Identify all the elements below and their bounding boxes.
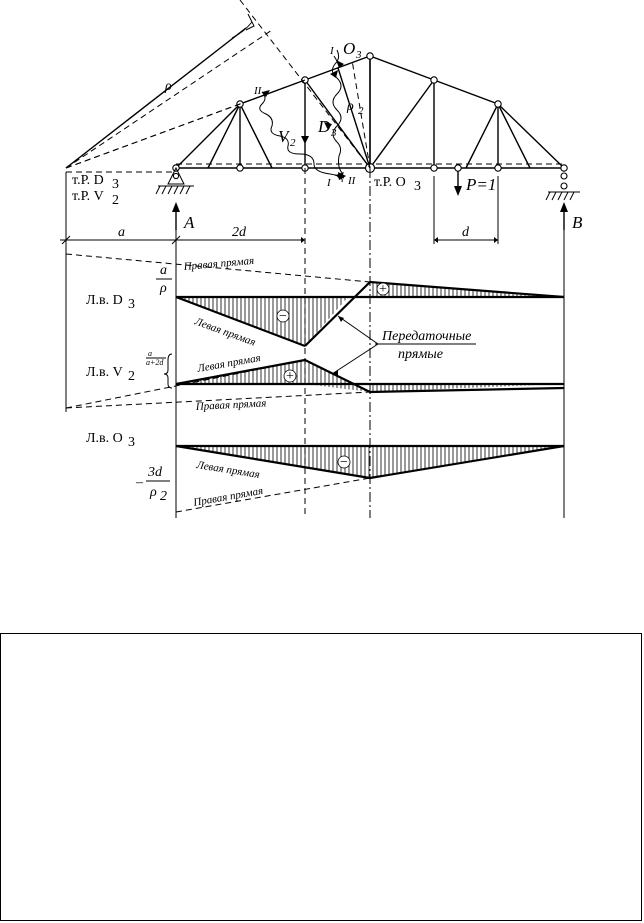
label-frac-num: a	[148, 349, 152, 358]
V2-arrow	[301, 136, 309, 144]
rho-arm	[65, 27, 247, 169]
label-D3-sub: 3	[330, 127, 337, 139]
label-V2: V	[278, 127, 291, 146]
diagonal-5b	[497, 103, 531, 169]
label-ratio-a: a	[160, 263, 167, 278]
label-lv-D3: Л.в. D	[86, 293, 123, 308]
diagonal-1a	[207, 103, 241, 169]
label-dim-d: d	[462, 225, 470, 240]
label-point-O3-sub: 3	[414, 179, 421, 194]
section-markers	[262, 55, 346, 180]
label-section-II-bottom: II	[347, 175, 357, 187]
label-lv-O3: Л.в. O	[86, 431, 123, 446]
influence-line-O3	[175, 444, 565, 513]
label-frac-3d: 3d	[147, 465, 163, 480]
label-section-I-top: I	[329, 45, 335, 57]
label-point-O3: т.Р. O	[374, 175, 406, 190]
label-right-line-V2: Правая прямая	[195, 397, 267, 413]
sign-D3-plus: +	[379, 282, 387, 297]
label-rho2-sub: 2	[358, 105, 364, 117]
sign-D3-minus: −	[279, 309, 287, 324]
sign-V2-plus: +	[286, 369, 294, 384]
label-support-A: A	[183, 213, 195, 232]
label-rho: ρ	[164, 79, 172, 94]
label-right-line-O3: Правая прямая	[191, 485, 264, 509]
perpendicular-mark	[245, 13, 255, 31]
O3-arrow	[330, 70, 338, 78]
label-point-D3-sub: 3	[112, 177, 119, 192]
sign-O3-minus: −	[340, 455, 348, 470]
label-lv-D3-sub: 3	[128, 297, 135, 312]
label-point-D3: т.Р. D	[72, 173, 104, 188]
rho2-arm	[337, 67, 371, 169]
label-dim-2d: 2d	[232, 225, 247, 240]
label-support-B: B	[572, 213, 583, 232]
truss	[172, 52, 568, 174]
label-V2-sub: 2	[290, 137, 296, 149]
label-O3: O	[343, 39, 355, 58]
label-dim-a: a	[118, 225, 125, 240]
auxiliary-lines	[65, 0, 564, 173]
label-point-V2-sub: 2	[112, 193, 119, 208]
label-frac-den: a+2d	[146, 358, 164, 367]
label-left-line-O3: Левая прямая	[195, 459, 261, 481]
label-ratio-rho: ρ	[159, 281, 167, 296]
label-minus: –	[135, 475, 144, 490]
label-O3-sub: 3	[355, 49, 362, 61]
section-II	[259, 91, 343, 183]
label-D3: D	[317, 117, 331, 136]
support-B	[545, 172, 580, 201]
label-lv-O3-sub: 3	[128, 435, 135, 450]
section-I	[331, 49, 344, 175]
label-rho2: ρ	[346, 99, 354, 114]
dimension-lines	[60, 235, 498, 245]
D3-arrow	[324, 122, 332, 130]
label-right-line-D3: Правая прямая	[182, 255, 254, 273]
influence-line-V2	[65, 353, 565, 409]
label-transfer-1: Передаточные	[381, 329, 471, 344]
label-section-I-bottom: I	[326, 177, 332, 189]
right-angle-arc	[231, 21, 253, 39]
support-A	[155, 166, 194, 195]
label-transfer-2: прямые	[398, 347, 443, 362]
transfer-lines-pointer	[331, 315, 476, 376]
diagonal-4	[369, 79, 435, 169]
influence-line-D3	[65, 253, 565, 348]
label-lv-V2: Л.в. V	[86, 365, 123, 380]
label-point-V2: т.Р. V	[72, 189, 104, 204]
label-section-II-top: II	[253, 85, 263, 97]
label-frac-rho2: ρ	[149, 485, 157, 500]
label-frac-rho2-sub: 2	[160, 489, 167, 504]
diagonal-1b	[239, 103, 273, 169]
label-lv-V2-sub: 2	[128, 369, 135, 384]
empty-frame	[0, 633, 642, 921]
label-load: P=1	[465, 175, 496, 194]
diagonal-5a	[465, 103, 499, 169]
